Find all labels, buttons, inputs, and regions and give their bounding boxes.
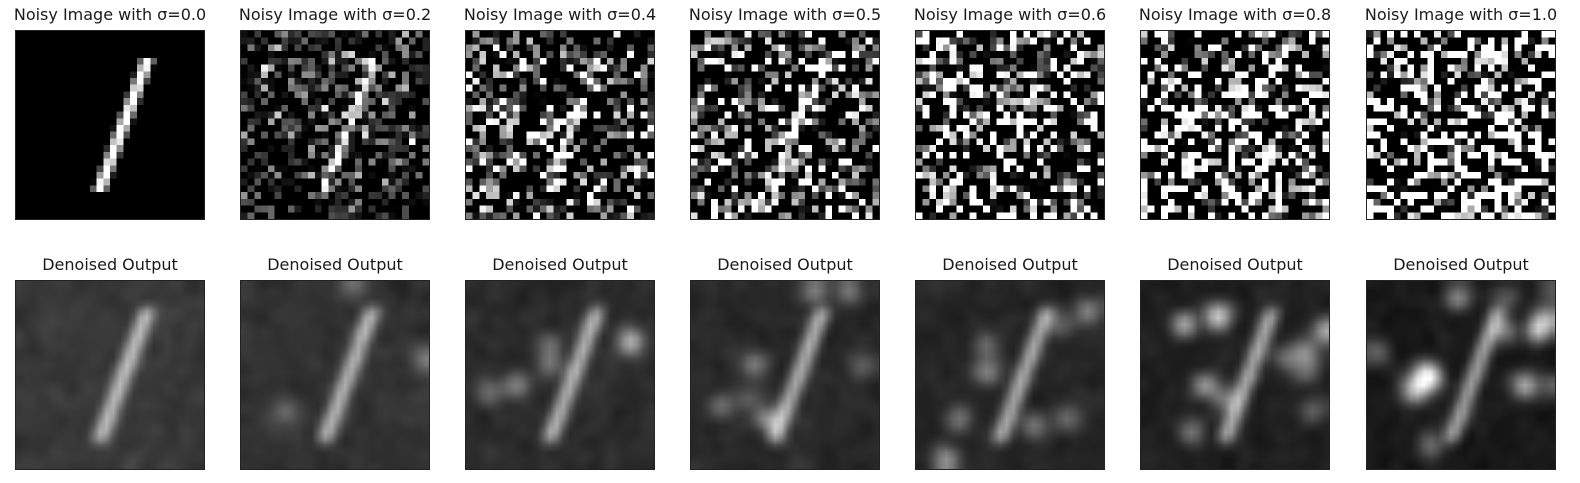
noisy-panel-7-title: Noisy Image with σ=1.0 — [1364, 5, 1558, 24]
denoised-panel-3-image-frame — [465, 280, 655, 470]
noisy-panel-2-image — [241, 31, 429, 219]
denoised-panel-7-image — [1367, 281, 1555, 469]
denoised-panel-7-image-frame — [1366, 280, 1556, 470]
noisy-panel-7-image — [1367, 31, 1555, 219]
noisy-panel-7-image-frame — [1366, 30, 1556, 220]
noisy-panel-2-title: Noisy Image with σ=0.2 — [238, 5, 432, 24]
denoised-panel-5-image — [916, 281, 1104, 469]
noisy-panel-1-image — [16, 31, 204, 219]
denoised-panel-4-image-frame — [690, 280, 880, 470]
denoised-panel-5-title: Denoised Output — [942, 255, 1078, 274]
noisy-panel-4-image — [691, 31, 879, 219]
noisy-panel-5-title: Noisy Image with σ=0.6 — [913, 5, 1107, 24]
denoised-panel-4-image — [691, 281, 879, 469]
noisy-panel-1-image-frame — [15, 30, 205, 220]
denoised-panel-1-image-frame — [15, 280, 205, 470]
denoised-panel-2-image — [241, 281, 429, 469]
denoised-panel-4-title: Denoised Output — [717, 255, 853, 274]
noisy-panel-3-title: Noisy Image with σ=0.4 — [463, 5, 657, 24]
noisy-panel-2-image-frame — [240, 30, 430, 220]
denoised-panel-2-image-frame — [240, 280, 430, 470]
noisy-panel-3-image — [466, 31, 654, 219]
denoised-panel-1-image — [16, 281, 204, 469]
noisy-panel-6-image-frame — [1140, 30, 1330, 220]
noisy-panel-4-title: Noisy Image with σ=0.5 — [688, 5, 882, 24]
noisy-panel-6-title: Noisy Image with σ=0.8 — [1138, 5, 1332, 24]
denoised-panel-5-image-frame — [915, 280, 1105, 470]
denoised-panel-6-image — [1141, 281, 1329, 469]
denoised-panel-3-title: Denoised Output — [492, 255, 628, 274]
denoised-panel-2-title: Denoised Output — [267, 255, 403, 274]
noisy-panel-5-image — [916, 31, 1104, 219]
noisy-panel-3-image-frame — [465, 30, 655, 220]
denoised-panel-7-title: Denoised Output — [1393, 255, 1529, 274]
noisy-panel-5-image-frame — [915, 30, 1105, 220]
denoised-panel-3-image — [466, 281, 654, 469]
noisy-panel-1-title: Noisy Image with σ=0.0 — [13, 5, 207, 24]
noisy-panel-6-image — [1141, 31, 1329, 219]
denoised-panel-6-title: Denoised Output — [1167, 255, 1303, 274]
noisy-panel-4-image-frame — [690, 30, 880, 220]
denoised-panel-6-image-frame — [1140, 280, 1330, 470]
denoised-panel-1-title: Denoised Output — [42, 255, 178, 274]
